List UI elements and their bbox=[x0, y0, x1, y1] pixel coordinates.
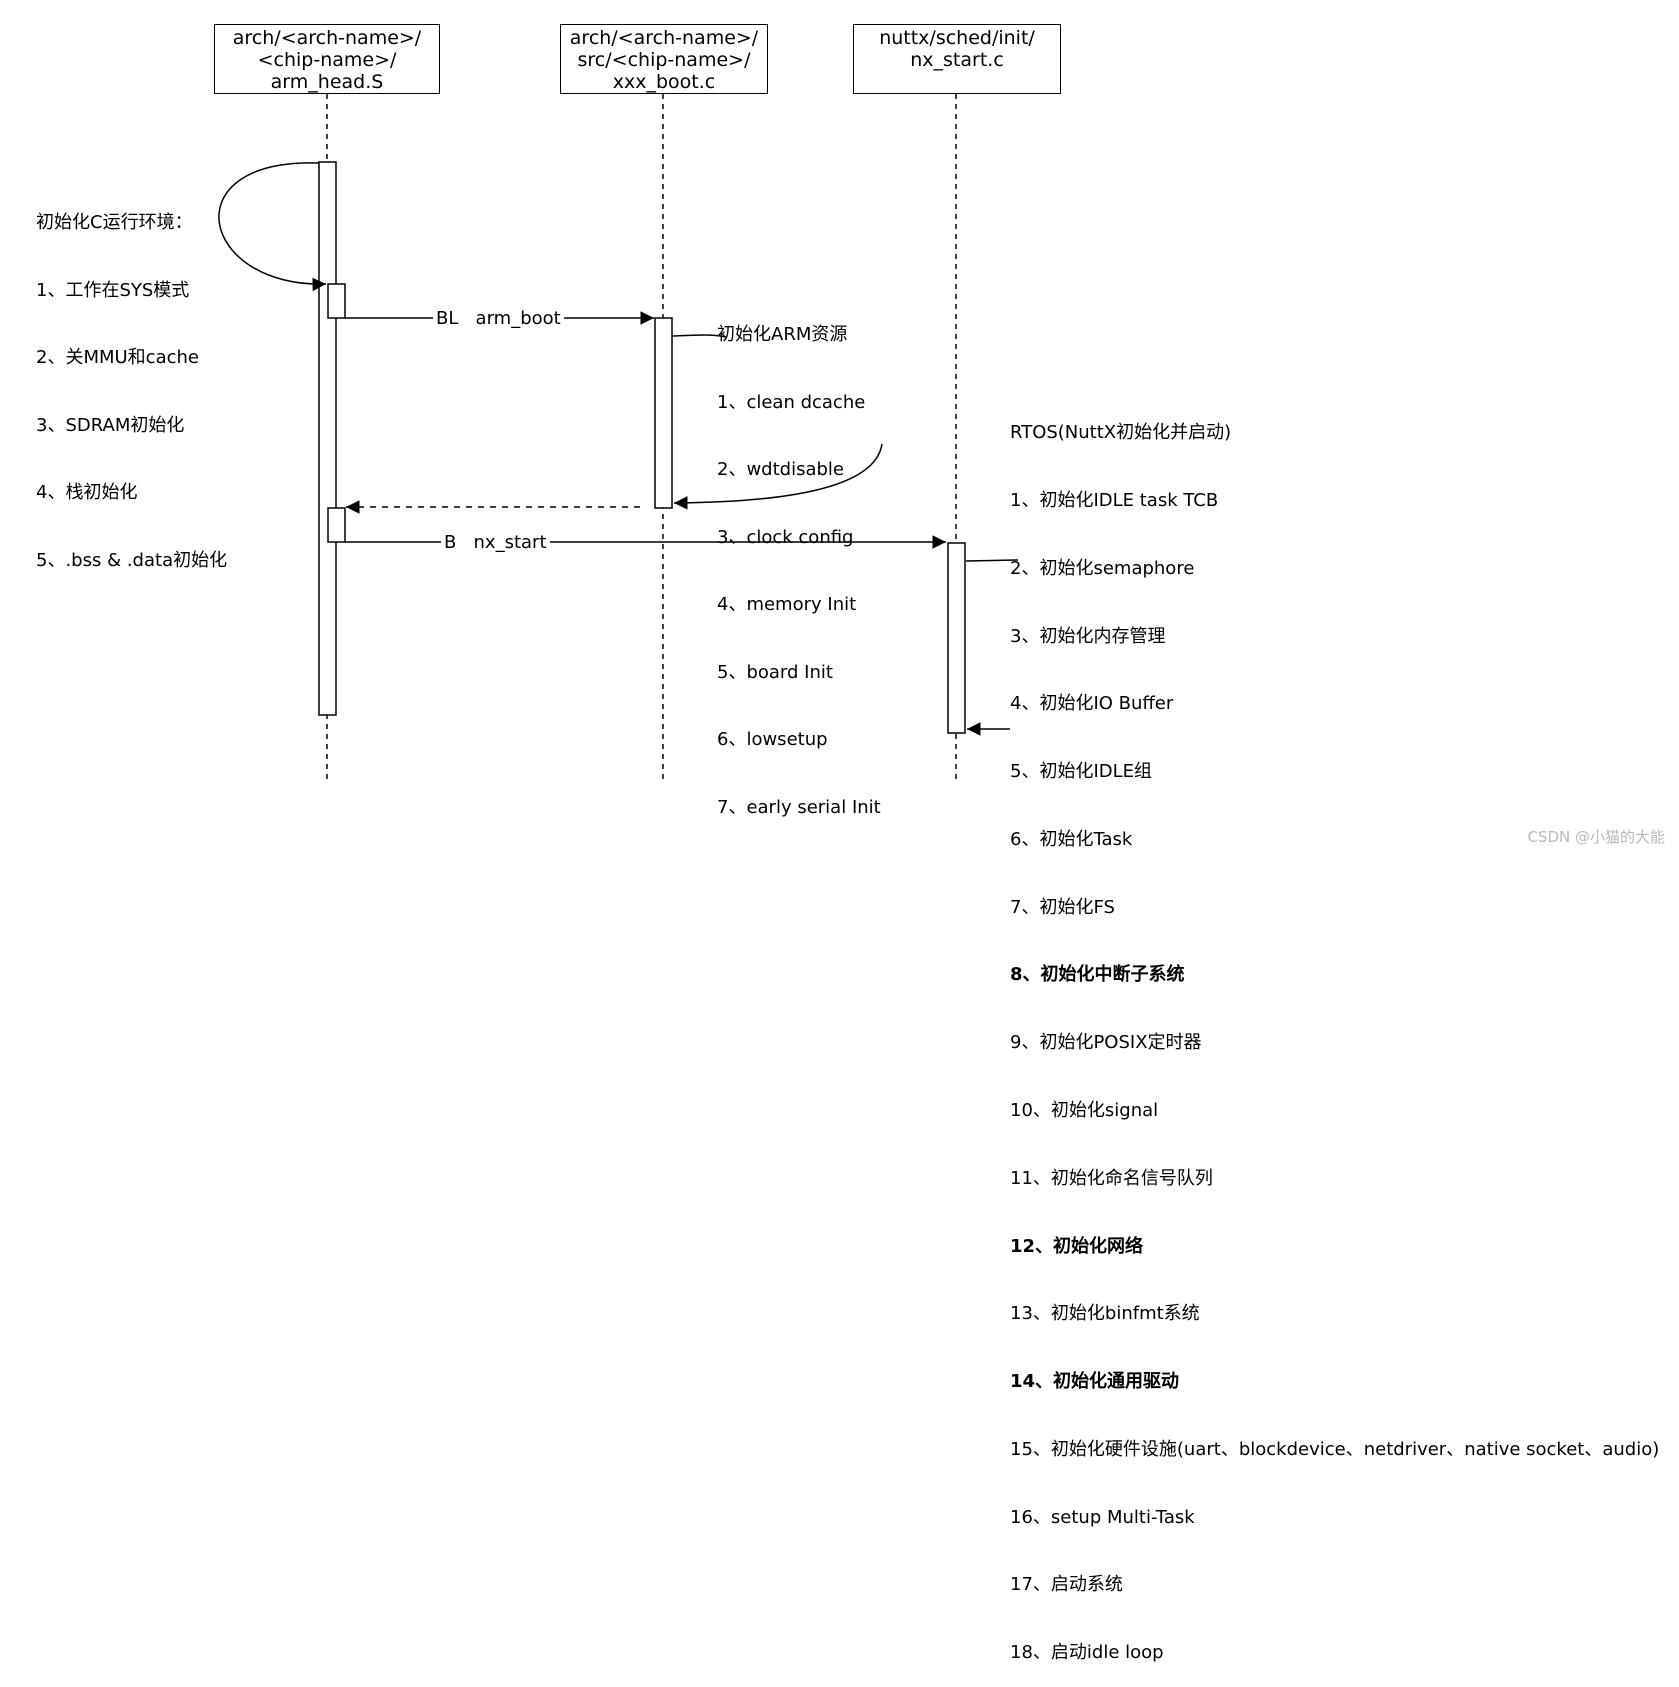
note-c-runtime-item: 1、工作在SYS模式 bbox=[36, 279, 190, 301]
note-arm-resources-title: 初始化ARM资源 bbox=[717, 324, 848, 345]
sequence-diagram bbox=[218, 94, 1019, 783]
note-c-runtime-title: 初始化C运行环境： bbox=[36, 212, 193, 233]
note-rtos-init-item: 6、初始化Task bbox=[1010, 828, 1133, 850]
participant-arm-head: arch/<arch-name>/ <chip-name>/ arm_head.… bbox=[214, 24, 440, 94]
activation-nx-start bbox=[947, 542, 966, 734]
note-arm-resources-item: 3、clock config bbox=[717, 526, 854, 548]
note-c-runtime-item: 4、栈初始化 bbox=[36, 482, 138, 503]
note-arm-resources-item: 7、early serial Init bbox=[717, 796, 881, 818]
note-rtos-init-item: 7、初始化FS bbox=[1010, 896, 1115, 918]
watermark: CSDN @小猫的大能 bbox=[1527, 828, 1665, 846]
note-arm-resources-item: 6、lowsetup bbox=[717, 729, 828, 750]
note-rtos-init-item: 4、初始化IO Buffer bbox=[1010, 693, 1174, 715]
note-arm-resources-item: 4、memory Init bbox=[717, 594, 857, 615]
message-label-bl-arm-boot: BL arm_boot bbox=[433, 309, 564, 329]
note-c-runtime-item: 2、关MMU和cache bbox=[36, 347, 199, 368]
note-rtos-init-item: 10、初始化signal bbox=[1010, 1100, 1159, 1121]
note-rtos-init-item: 16、setup Multi-Task bbox=[1010, 1506, 1195, 1528]
note-arm-resources-item: 5、board Init bbox=[717, 661, 833, 683]
activation-arm-head-self bbox=[327, 283, 346, 319]
note-rtos-init-item: 14、初始化通用驱动 bbox=[1010, 1371, 1180, 1393]
activation-arm-head-return bbox=[327, 507, 346, 543]
participant-nx-start-line-1: nuttx/sched/init/ bbox=[879, 27, 1035, 49]
note-c-runtime: 初始化C运行环境： 1、工作在SYS模式 2、关MMU和cache 3、SDRA… bbox=[36, 167, 227, 595]
note-arm-resources-item: 1、clean dcache bbox=[717, 391, 866, 413]
note-rtos-init-item: 12、初始化网络 bbox=[1010, 1235, 1144, 1257]
note-rtos-init-item: 9、初始化POSIX定时器 bbox=[1010, 1032, 1202, 1054]
note-rtos-init-item: 3、初始化内存管理 bbox=[1010, 625, 1166, 647]
rtos-note-connector bbox=[965, 559, 1019, 562]
note-rtos-init-item: 8、初始化中断子系统 bbox=[1010, 964, 1185, 986]
note-rtos-init-item: 5、初始化IDLE组 bbox=[1010, 761, 1153, 783]
note-rtos-init-item: 2、初始化semaphore bbox=[1010, 557, 1195, 579]
participant-arm-head-line-3: arm_head.S bbox=[270, 71, 384, 93]
arm-note-return-curve bbox=[673, 443, 883, 510]
note-rtos-init-item: 1、初始化IDLE task TCB bbox=[1010, 489, 1219, 511]
participant-xxx-boot: arch/<arch-name>/ src/<chip-name>/ xxx_b… bbox=[560, 24, 768, 94]
note-rtos-init-title: RTOS(NuttX初始化并启动) bbox=[1010, 422, 1232, 444]
note-rtos-init-item: 13、初始化binfmt系统 bbox=[1010, 1303, 1200, 1325]
activation-xxx-boot bbox=[654, 317, 673, 509]
participant-arm-head-line-1: arch/<arch-name>/ bbox=[232, 27, 422, 49]
message-label-b-nx-start: B nx_start bbox=[441, 533, 550, 553]
activation-arm-head-main bbox=[318, 161, 337, 716]
participant-nx-start-line-2: nx_start.c bbox=[910, 49, 1004, 71]
note-c-runtime-item: 3、SDRAM初始化 bbox=[36, 414, 185, 436]
participant-nx-start: nuttx/sched/init/ nx_start.c bbox=[853, 24, 1061, 94]
self-call-arrow bbox=[218, 162, 327, 292]
participant-xxx-boot-line-3: xxx_boot.c bbox=[612, 71, 716, 93]
note-rtos-init-item: 11、初始化命名信号队列 bbox=[1010, 1167, 1213, 1189]
participant-arm-head-line-2: <chip-name>/ bbox=[257, 49, 397, 71]
participant-xxx-boot-line-1: arch/<arch-name>/ bbox=[569, 27, 759, 49]
note-c-runtime-item: 5、.bss & .data初始化 bbox=[36, 549, 228, 571]
note-arm-resources: 初始化ARM资源 1、clean dcache 2、wdtdisable 3、c… bbox=[717, 279, 881, 842]
arm-note-connector bbox=[671, 334, 727, 338]
note-rtos-init-item: 17、启动系统 bbox=[1010, 1574, 1123, 1596]
participant-xxx-boot-line-2: src/<chip-name>/ bbox=[577, 49, 751, 71]
note-rtos-init: RTOS(NuttX初始化并启动) 1、初始化IDLE task TCB 2、初… bbox=[1010, 377, 1659, 1687]
note-rtos-init-item: 18、启动idle loop bbox=[1010, 1642, 1164, 1664]
note-arm-resources-item: 2、wdtdisable bbox=[717, 459, 844, 480]
note-rtos-init-item: 15、初始化硬件设施(uart、blockdevice、netdriver、na… bbox=[1010, 1438, 1660, 1460]
